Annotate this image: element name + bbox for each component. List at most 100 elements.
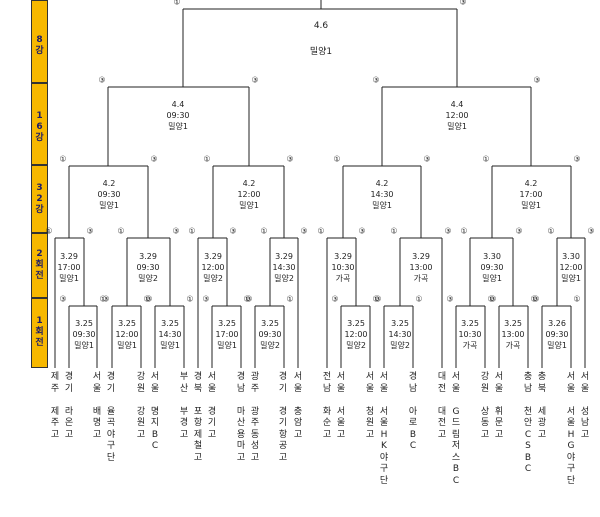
seed-marker: ③ [587,226,595,236]
seed-marker: ① [260,226,268,236]
round-label-16: 1 6 강 [35,111,44,143]
seed-marker: ① [415,294,423,304]
seed-marker: ③ [515,226,523,236]
seed-marker: ③ [102,294,110,304]
team-name: 경 기 경 기 항 공 고 [278,372,288,463]
round-band-8 [31,0,48,83]
match-info-r1: 3.25 10:30 가곡 [458,319,482,350]
team-name: 강 원 상 동 고 [480,372,490,440]
seed-marker: ③ [331,294,339,304]
match-info-r16: 4.4 12:00 밀양1 [445,100,469,131]
round-label-8: 8 강 [35,35,44,56]
seed-marker: ③ [444,226,452,236]
round-band-32 [31,165,48,233]
seed-marker: ① [188,226,196,236]
team-name: 경 남 마 산 용 마 고 [236,372,246,463]
round-label-r2: 2 회 전 [35,249,44,281]
round-band-16 [31,83,48,165]
match-info-r32: 4.2 17:00 밀양1 [519,179,543,210]
team-name: 전 남 화 순 고 [322,372,332,440]
round-label-r1: 1 회 전 [35,316,44,348]
match-info-r16: 4.4 09:30 밀양1 [166,100,190,131]
seed-marker: ① [45,226,53,236]
seed-marker: ① [59,154,67,164]
match-info-r1: 3.25 09:30 밀양1 [72,319,96,350]
seed-marker: ③ [300,226,308,236]
seed-marker: ③ [423,154,431,164]
round-band-r2 [31,233,48,298]
match-info-r2: 3.29 10:30 가곡 [331,252,355,283]
seed-marker: ③ [245,294,253,304]
seed-marker: ③ [374,294,382,304]
seed-marker: ① [530,294,538,304]
team-name: 충 남 천 안 C S B C [523,372,533,474]
seed-marker: ① [487,294,495,304]
team-name: 충 북 세 광 고 [537,372,547,440]
team-name: 서 울 서 울 H G 야 구 단 [566,372,576,486]
seed-marker: ① [547,226,555,236]
match-info-r2: 3.30 09:30 밀양1 [480,252,504,283]
seed-marker: ③ [286,154,294,164]
match-info-r2: 3.29 09:30 밀양2 [136,252,160,283]
seed-marker: ③ [573,154,581,164]
team-name: 서 울 성 남 고 [580,372,590,440]
match-info-r1: 3.25 12:00 밀양1 [115,319,139,350]
seed-marker: ③ [251,75,259,85]
team-name: 서 울 서 울 H K 야 구 단 [379,372,389,486]
seed-marker: ③ [172,226,180,236]
team-name: 경 북 포 항 제 철 고 [193,372,203,463]
team-name: 제 주 제 주 고 [50,372,60,440]
seed-marker: ① [573,294,581,304]
team-name: 대 전 대 전 고 [437,372,447,440]
seed-marker: ③ [372,75,380,85]
seed-marker: ③ [533,75,541,85]
match-info-r32: 4.2 14:30 밀양1 [370,179,394,210]
team-name: 서 울 서 울 고 [336,372,346,440]
seed-marker: ③ [145,294,153,304]
team-name: 광 주 광 주 동 성 고 [250,372,260,463]
team-name: 강 원 강 원 고 [136,372,146,440]
seed-marker: ① [117,226,125,236]
seed-marker: ③ [229,226,237,236]
team-name: 서 울 명 지 B C [150,372,160,451]
team-name: 경 기 라 온 고 [64,372,74,440]
team-name: 서 울 경 기 고 [207,372,217,440]
seed-marker: ③ [202,294,210,304]
seed-marker: ① [390,226,398,236]
seed-marker: ① [286,294,294,304]
match-info-r32: 4.2 09:30 밀양1 [97,179,121,210]
match-info-r1: 3.25 14:30 밀양1 [158,319,182,350]
match-info-r8: 4.6 밀양1 [309,21,333,57]
seed-marker: ③ [446,294,454,304]
seed-marker: ③ [532,294,540,304]
seed-marker: ① [203,154,211,164]
seed-marker: ③ [150,154,158,164]
seed-marker: ③ [98,75,106,85]
match-info-r1: 3.25 12:00 밀양2 [344,319,368,350]
seed-marker: ③ [459,0,467,7]
seed-marker: ③ [59,294,67,304]
team-name: 부 산 부 경 고 [179,372,189,440]
seed-marker: ① [186,294,194,304]
team-name: 서 울 청 원 고 [365,372,375,440]
seed-marker: ① [333,154,341,164]
match-info-r1: 3.25 13:00 가곡 [501,319,525,350]
seed-marker: ③ [358,226,366,236]
match-info-r1: 3.25 14:30 밀양2 [388,319,412,350]
team-name: 경 기 율 곡 야 구 단 [106,372,116,463]
seed-marker: ① [460,226,468,236]
round-band-r1 [31,298,48,368]
team-name: 서 울 배 명 고 [92,372,102,440]
match-info-r1: 3.26 09:30 밀양1 [545,319,569,350]
seed-marker: ③ [86,226,94,236]
seed-marker: ① [173,0,181,7]
match-info-r2: 3.30 12:00 밀양1 [559,252,583,283]
round-label-32: 3 2 강 [35,183,44,215]
match-info-r32: 4.2 12:00 밀양1 [237,179,261,210]
seed-marker: ③ [489,294,497,304]
team-name: 서 울 G 드 림 저 스 B C [451,372,461,486]
match-info-r2: 3.29 13:00 가곡 [409,252,433,283]
match-info-r1: 3.25 17:00 밀양1 [215,319,239,350]
